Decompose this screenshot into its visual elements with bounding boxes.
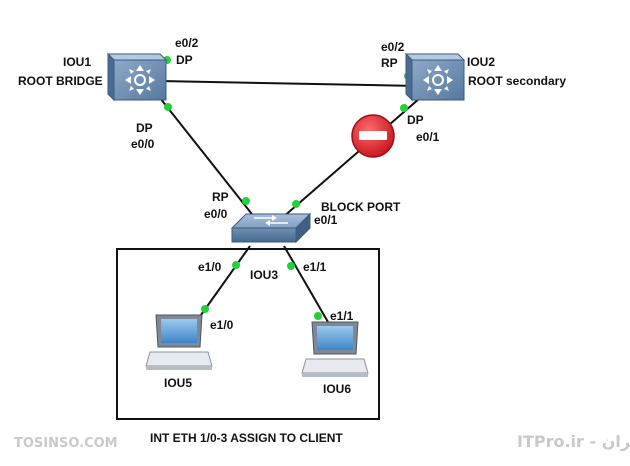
- iou5-pc-icon[interactable]: [145, 314, 213, 370]
- port-label: e1/0: [198, 260, 222, 274]
- link-dot: [287, 262, 295, 270]
- link-dot: [314, 312, 322, 320]
- link-iou3-iou6[interactable]: [283, 245, 329, 323]
- iou1-role-label: ROOT BRIDGE: [18, 74, 103, 88]
- link-iou2-iou3[interactable]: [281, 97, 421, 219]
- iou1-switch-icon[interactable]: [106, 52, 168, 102]
- iou6-name-label: IOU6: [323, 382, 351, 396]
- link-dot: [164, 103, 172, 111]
- iou5-name-label: IOU5: [164, 376, 192, 390]
- port-label: e0/0: [131, 137, 155, 151]
- link-dot: [232, 261, 240, 269]
- iou2-role-label: ROOT secondary: [468, 74, 566, 88]
- port-role-label: DP: [136, 121, 153, 135]
- port-label: e1/1: [330, 309, 354, 323]
- port-role-label: DP: [407, 113, 424, 127]
- link-dots: [163, 56, 412, 320]
- client-box-caption: INT ETH 1/0-3 ASSIGN TO CLIENT: [150, 431, 343, 445]
- iou1-name-label: IOU1: [63, 55, 91, 69]
- link-iou1-iou3[interactable]: [159, 97, 256, 219]
- links: [159, 80, 421, 323]
- iou2-name-label: IOU2: [467, 55, 495, 69]
- block-port-icon: [351, 114, 395, 158]
- link-dot: [201, 305, 209, 313]
- block-port-label: BLOCK PORT: [321, 200, 401, 214]
- port-label: e0/1: [416, 130, 440, 144]
- link-iou1-iou2[interactable]: [159, 80, 419, 87]
- port-role-label: RP: [212, 190, 229, 204]
- port-label: e0/0: [204, 207, 228, 221]
- watermark-right: وب سایت تخصصی فناوری اطلاعات ایران - ITP…: [517, 432, 630, 451]
- port-label: e1/1: [303, 260, 327, 274]
- link-dot: [292, 200, 300, 208]
- iou3-name-label: IOU3: [250, 268, 278, 282]
- iou3-switch-icon[interactable]: [230, 212, 312, 244]
- port-label: e1/0: [210, 318, 234, 332]
- client-group-box: [116, 248, 380, 420]
- port-label: e0/2: [175, 36, 199, 50]
- watermark-left: TOSINSO.COM: [14, 436, 118, 451]
- link-dot: [400, 104, 408, 112]
- port-label: e0/2: [381, 40, 405, 54]
- iou2-switch-icon[interactable]: [404, 52, 466, 102]
- port-role-label: RP: [381, 56, 398, 70]
- iou6-pc-icon[interactable]: [301, 321, 369, 377]
- port-role-label: DP: [176, 53, 193, 67]
- port-label: e0/1: [314, 213, 338, 227]
- link-dot: [242, 197, 250, 205]
